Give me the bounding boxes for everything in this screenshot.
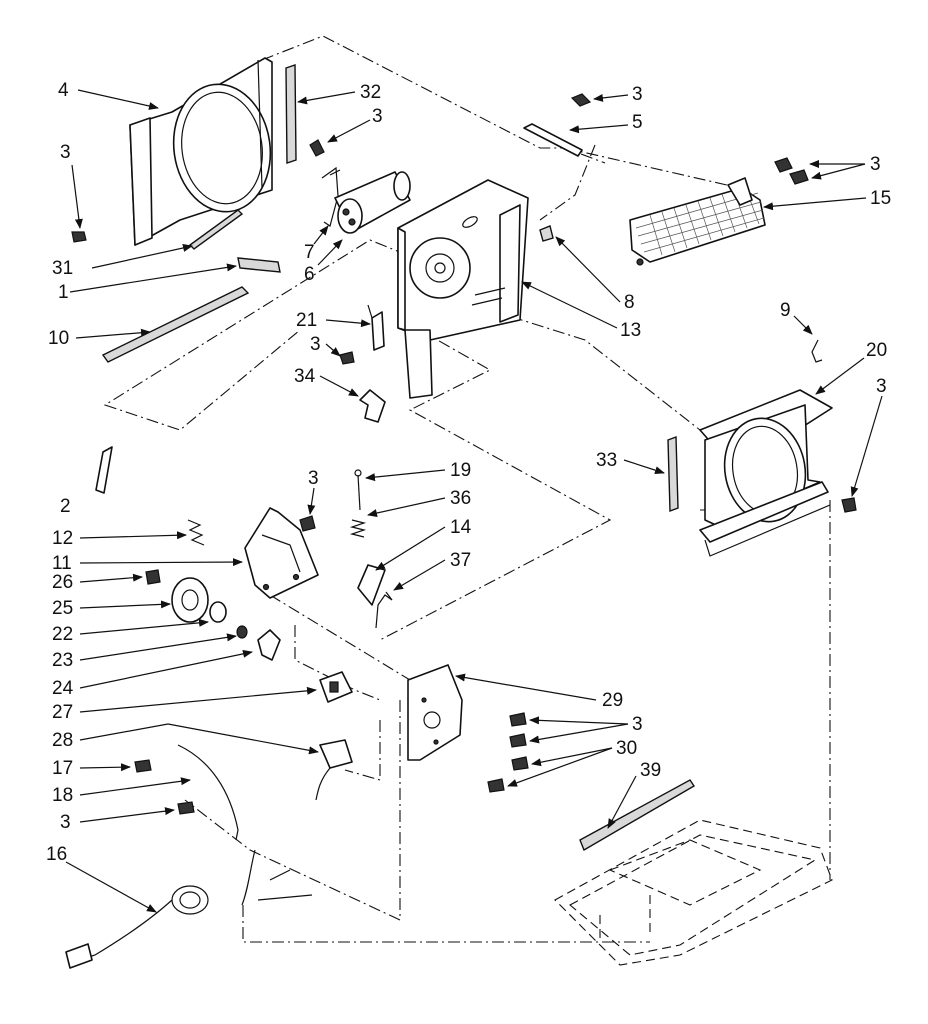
spring-part-36 (349, 519, 367, 538)
fan-bracket-part-13 (397, 179, 529, 399)
callout-32: 32 (360, 82, 381, 103)
callout-3: 3 (870, 154, 881, 175)
control-bracket-part-11 (244, 507, 319, 599)
callout-3: 3 (632, 714, 643, 735)
screw-icon (841, 497, 857, 513)
fan-shroud-part-4 (129, 57, 273, 246)
callout-30: 30 (616, 738, 637, 759)
callout-labels: 4 32 3 3 3 5 3 15 7 6 31 1 10 8 13 21 3 … (46, 80, 891, 865)
screw-part-26 (145, 569, 161, 585)
screw-icon (309, 139, 325, 157)
spring-part-12 (187, 519, 205, 546)
callout-31: 31 (52, 258, 73, 279)
seal-strip-part-32 (285, 64, 297, 164)
screw-icon (487, 712, 529, 793)
lever-part-14 (357, 564, 386, 606)
power-cord-part-16 (65, 849, 313, 969)
callout-11: 11 (52, 553, 72, 574)
callout-1: 1 (58, 282, 69, 303)
callout-28: 28 (52, 730, 73, 751)
switch-part-27 (319, 671, 353, 703)
callout-6: 6 (304, 264, 315, 285)
callout-17: 17 (52, 758, 73, 779)
clip-part-8 (539, 225, 554, 242)
callout-3: 3 (372, 106, 383, 127)
callout-15: 15 (870, 188, 891, 209)
callout-9: 9 (780, 300, 791, 321)
screw-icon (177, 801, 195, 815)
block-part-1 (237, 257, 281, 273)
clip-part-21 (367, 304, 385, 351)
callout-3: 3 (876, 376, 887, 397)
air-filter-part-15 (629, 177, 766, 266)
seal-strip-part-33 (667, 436, 679, 512)
screw-icon (299, 515, 316, 532)
seal-strip-part-31 (188, 209, 244, 250)
callout-29: 29 (602, 690, 623, 711)
thermostat-part-24 (257, 629, 281, 661)
callout-13: 13 (620, 320, 641, 341)
capacitor-part-6 (334, 171, 411, 234)
washer-part-23 (236, 625, 248, 639)
callout-7: 7 (304, 242, 315, 263)
screw-icon (339, 351, 355, 365)
callout-16: 16 (46, 844, 67, 865)
screw-icon (71, 231, 87, 243)
rod-part-19 (354, 469, 362, 511)
callout-36: 36 (450, 488, 471, 509)
callout-3: 3 (310, 334, 321, 355)
callout-3: 3 (60, 142, 71, 163)
bushing-part-22 (209, 601, 227, 623)
knob-part-25 (171, 577, 209, 623)
tube-part-2 (95, 446, 113, 494)
hook-part-9 (811, 339, 823, 363)
seal-strip-part-39 (579, 779, 695, 852)
seal-strip-part-10 (101, 286, 250, 363)
base-pan (554, 819, 833, 966)
callout-10: 10 (48, 328, 69, 349)
callout-20: 20 (866, 340, 887, 361)
callout-24: 24 (52, 678, 74, 699)
callout-22: 22 (52, 624, 73, 645)
callout-2: 2 (60, 496, 71, 517)
callout-33: 33 (596, 450, 617, 471)
ground-wire-part-18 (177, 744, 239, 841)
callout-26: 26 (52, 572, 73, 593)
condenser-shroud-part-20 (699, 389, 833, 557)
callout-5: 5 (632, 112, 643, 133)
callout-14: 14 (450, 517, 472, 538)
screw-icon (134, 759, 152, 773)
callout-27: 27 (52, 702, 73, 723)
callout-21: 21 (296, 310, 317, 331)
callout-37: 37 (450, 550, 471, 571)
screw-icon (570, 93, 592, 107)
callout-39: 39 (640, 760, 661, 781)
assembly-reference-lines (103, 35, 831, 943)
control-panel-part-29 (407, 664, 463, 761)
callout-leaders (65, 89, 883, 913)
callout-19: 19 (450, 460, 471, 481)
callout-3: 3 (632, 84, 643, 105)
callout-3: 3 (308, 468, 319, 489)
callout-23: 23 (52, 650, 73, 671)
screw-icon (774, 157, 809, 185)
callout-4: 4 (58, 80, 69, 101)
callout-25: 25 (52, 598, 73, 619)
callout-3: 3 (60, 812, 71, 833)
callout-18: 18 (52, 785, 73, 806)
bracket-part-5 (523, 123, 583, 157)
wire-part-37 (375, 591, 393, 629)
clamp-part-34 (359, 389, 386, 423)
callout-12: 12 (52, 528, 73, 549)
callout-34: 34 (294, 366, 316, 387)
terminal-part-28 (315, 739, 353, 801)
callout-8: 8 (624, 292, 635, 313)
